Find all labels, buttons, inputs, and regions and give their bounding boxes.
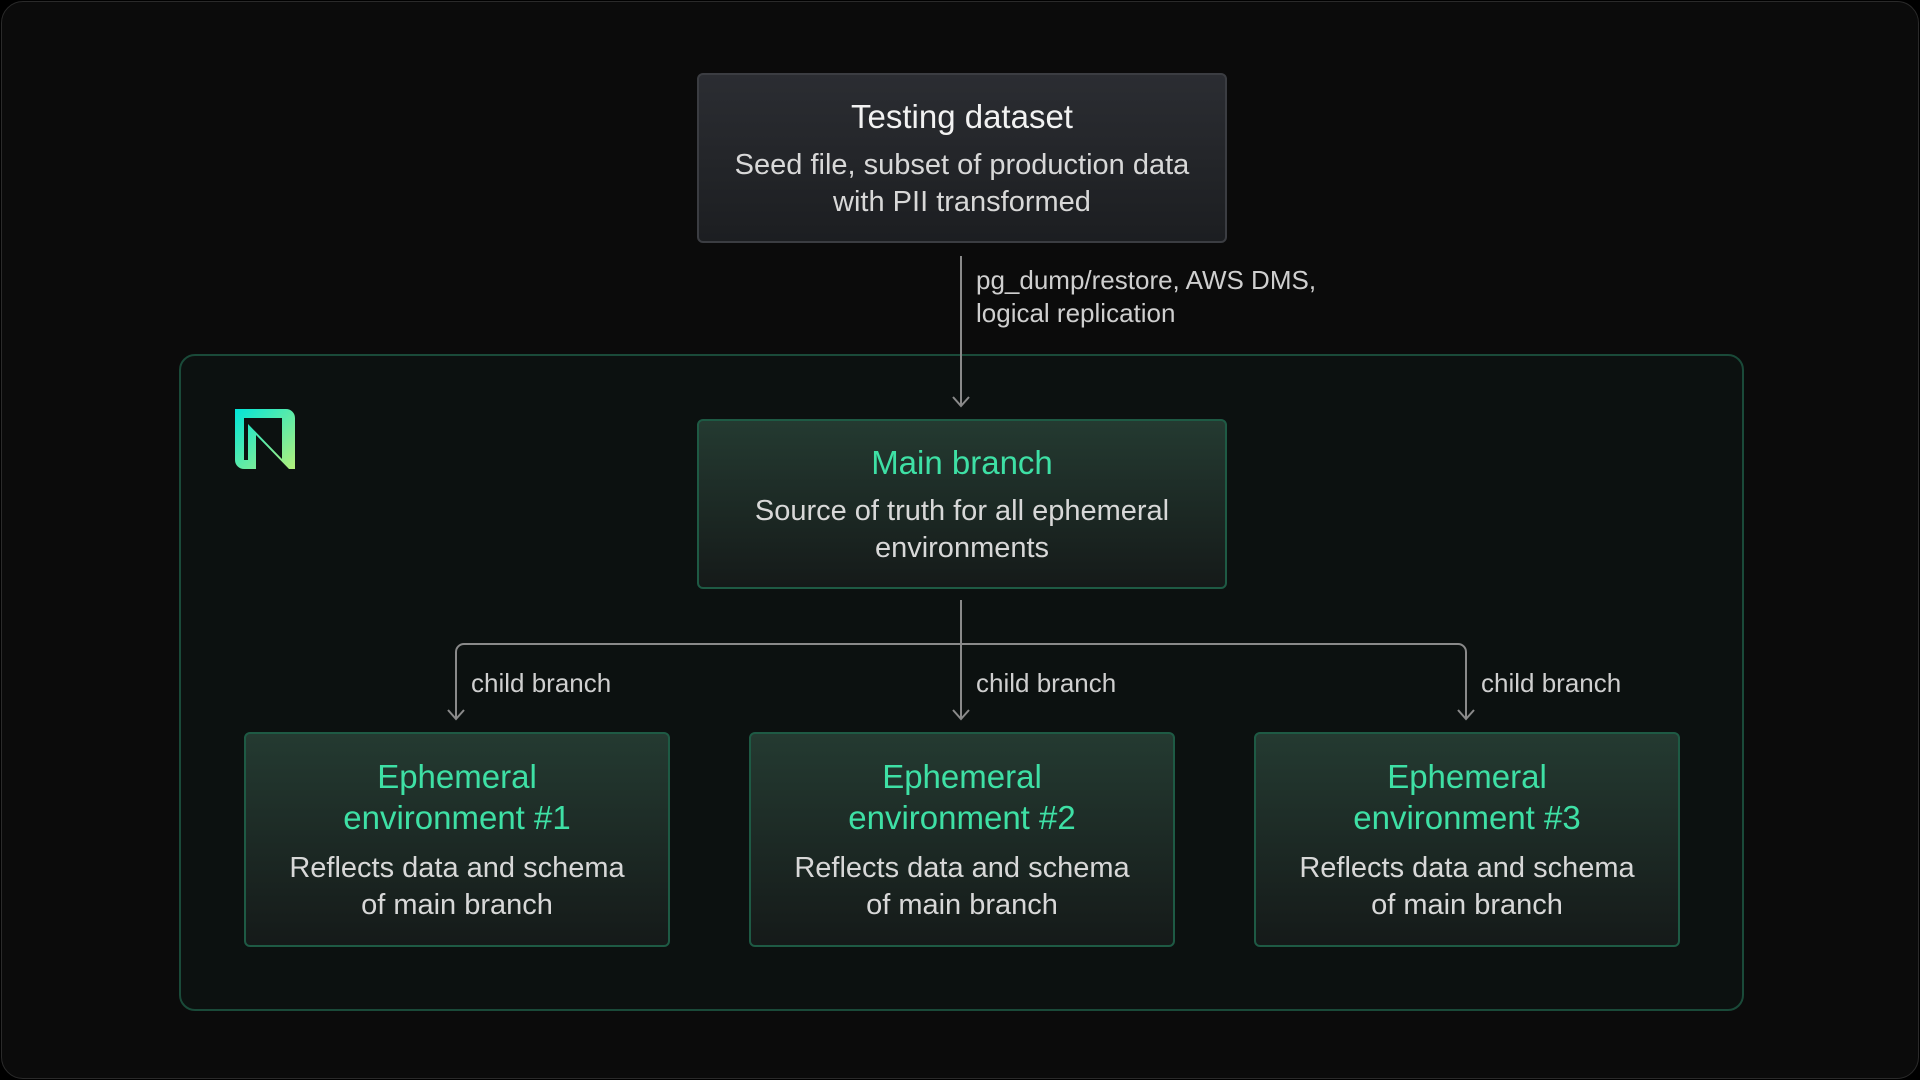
child-connector-1 [455,643,961,719]
ephemeral-environment-description-line: Reflects data and schema [289,851,625,884]
replication-arrowhead [952,396,970,408]
child-arrowhead-2 [952,709,970,721]
child-connector-3 [961,643,1467,719]
ephemeral-environment-title: Ephemeral environment #3 [1353,756,1580,838]
testing-dataset-description-line: with PII transformed [833,185,1091,218]
replication-label: pg_dump/restore, AWS DMS, logical replic… [976,264,1316,330]
ephemeral-environment-description-line: of main branch [866,888,1058,921]
ephemeral-environment-description-line: Reflects data and schema [794,851,1130,884]
ephemeral-environment-description: Reflects data and schema of main branch [289,850,624,924]
ephemeral-environment-title: Ephemeral environment #1 [343,756,570,838]
main-branch-description: Source of truth for all ephemeral enviro… [755,493,1169,567]
child-arrowhead-3 [1457,709,1475,721]
ephemeral-environment-title-line: Ephemeral [882,757,1042,795]
ephemeral-environment-1-box: Ephemeral environment #1 Reflects data a… [244,732,670,947]
ephemeral-environment-title-line: environment #2 [848,798,1076,836]
testing-dataset-box: Testing dataset Seed file, subset of pro… [697,73,1227,243]
child-branch-label-3: child branch [1481,668,1622,698]
testing-dataset-title: Testing dataset [851,97,1073,135]
ephemeral-environment-description: Reflects data and schema of main branch [794,850,1129,924]
main-branch-description-line: environments [874,531,1050,564]
child-branch-label-2: child branch [976,668,1117,698]
ephemeral-environment-description-line: of main branch [1371,888,1563,921]
ephemeral-environment-title-line: environment #1 [343,798,571,836]
ephemeral-environment-3-box: Ephemeral environment #3 Reflects data a… [1254,732,1680,947]
child-arrowhead-1 [447,709,465,721]
testing-dataset-description: Seed file, subset of production data wit… [735,147,1190,221]
main-branch-description-line: Source of truth for all ephemeral [754,494,1170,527]
ephemeral-environment-2-box: Ephemeral environment #2 Reflects data a… [749,732,1175,947]
main-branch-title: Main branch [871,443,1053,481]
ephemeral-environment-title-line: Ephemeral [377,757,537,795]
main-branch-box: Main branch Source of truth for all ephe… [697,419,1227,589]
ephemeral-environment-title: Ephemeral environment #2 [848,756,1075,838]
replication-label-line: pg_dump/restore, AWS DMS, [976,265,1317,295]
neon-logo-icon [235,409,295,469]
replication-label-line: logical replication [976,298,1176,328]
ephemeral-environment-description-line: Reflects data and schema [1299,851,1635,884]
ephemeral-environment-description-line: of main branch [361,888,553,921]
ephemeral-environment-title-line: Ephemeral [1387,757,1547,795]
ephemeral-environment-title-line: environment #3 [1353,798,1581,836]
ephemeral-environment-description: Reflects data and schema of main branch [1299,850,1634,924]
testing-dataset-description-line: Seed file, subset of production data [734,148,1190,181]
child-branch-label-1: child branch [471,668,612,698]
